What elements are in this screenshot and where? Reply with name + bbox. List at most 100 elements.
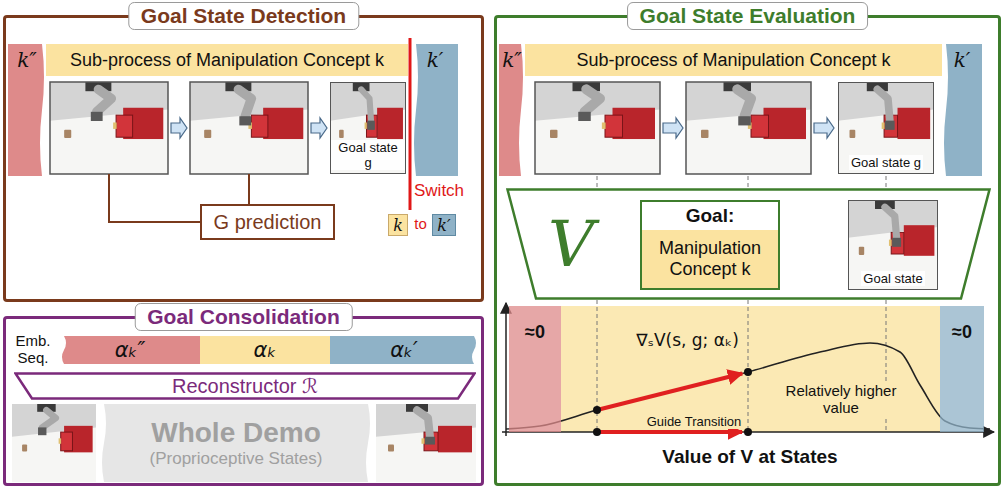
switch-label: Switch (414, 181, 464, 201)
block-arrow (311, 118, 327, 138)
node-text: k′ (437, 216, 450, 235)
scene-background (330, 82, 406, 174)
node-text: αₖ′ (390, 338, 418, 362)
higher-value-label: Relatively higher value (785, 382, 897, 417)
node-text: k′ (427, 44, 444, 72)
goal-frame: Goal state g (330, 82, 406, 174)
mug (339, 130, 344, 138)
label-box: to (409, 215, 432, 233)
node-text: Goal state g (331, 140, 405, 170)
node-text: ≈0 (952, 306, 972, 343)
drawer-body (377, 108, 403, 139)
node-text: Sub-process of Manipulation Concept k (70, 50, 384, 71)
panel-title: Goal State Detection (128, 2, 359, 30)
scene-background (848, 200, 938, 290)
y-axis (505, 303, 507, 436)
embedding-band: αₖ (200, 336, 330, 364)
drawer-handle (882, 122, 885, 128)
robot-gripper (578, 112, 591, 121)
drawer-front (116, 115, 133, 137)
node-text: Goal: (642, 202, 778, 230)
value-curve (506, 343, 990, 429)
node-text: ≈0 (525, 306, 545, 343)
whole-demo-band: Whole Demo(Proprioceptive States) (100, 404, 372, 482)
label-box: Relatively higher value (785, 382, 897, 417)
state-dot (744, 428, 752, 436)
gradient-arrow (597, 373, 742, 410)
value-function-trapezoid: VGoal:Manipulation Concept kGoal state (506, 188, 991, 300)
node-text: k″ (502, 44, 522, 72)
band-k-next: k′ (942, 44, 982, 176)
robot-scene (838, 82, 934, 174)
band-fill (330, 336, 476, 364)
band-fill (8, 44, 44, 176)
scene-background (50, 82, 168, 174)
drawer-body (898, 108, 931, 139)
gradient-label: ∇ₛV(s, g; αₖ) (634, 330, 741, 350)
drawer-body (904, 225, 935, 256)
node-text: Sub-process of Manipulation Concept k (576, 50, 890, 71)
robot-gripper (738, 116, 751, 125)
label-box: Switch (414, 181, 478, 201)
node-text: Whole Demo (151, 417, 321, 449)
node-text: Reconstructor ℛ (172, 374, 318, 398)
robot-gripper (239, 116, 251, 125)
mug (388, 445, 394, 452)
drawer-body (438, 426, 472, 453)
switch-k-box: k (388, 214, 408, 236)
node-text: G prediction (214, 211, 322, 234)
scene-background (190, 82, 308, 174)
switch-k-next-box: k′ (432, 214, 456, 236)
drawer-handle (113, 122, 117, 128)
node-text: αₖ″ (115, 338, 146, 362)
goal-concept-box: Goal:Manipulation Concept k (640, 200, 780, 290)
subprocess-band: Sub-process of Manipulation Concept k (525, 44, 942, 76)
drawer-handle (365, 122, 367, 128)
drawer-handle (59, 438, 62, 443)
robot-arm (417, 410, 430, 437)
mug (204, 130, 211, 138)
chart-band (561, 306, 940, 432)
band-fill (62, 336, 200, 364)
dashed-guide (597, 176, 598, 432)
robot-scene (330, 82, 406, 174)
mug (850, 130, 856, 138)
state-dot (593, 406, 601, 414)
embedding-band: αₖ″ (60, 336, 200, 364)
drawer-handle (889, 240, 892, 246)
robot-arm (737, 89, 751, 116)
node-subtext: Manipulation Concept k (642, 230, 778, 288)
trapezoid-outline (16, 374, 475, 399)
state-dot (593, 428, 601, 436)
node-text: k″ (17, 44, 37, 72)
panel-title: Goal Consolidation (134, 303, 353, 331)
zero-region: ≈0 (940, 306, 984, 432)
mug (859, 247, 864, 255)
zero-region: ≈0 (509, 306, 561, 432)
scene-background (12, 404, 96, 482)
node-text: Goal state (861, 271, 924, 286)
goal-state-image: Goal state (848, 200, 938, 290)
trapezoid-outline (508, 190, 990, 299)
state-dot (744, 368, 752, 376)
robot-scene (848, 200, 938, 290)
robot-gripper (38, 427, 46, 435)
axis-title: Value of V at States (662, 446, 837, 468)
band-k-prev: k″ (499, 44, 525, 176)
to-label: to (414, 215, 427, 232)
robot-gripper (91, 112, 103, 121)
image-frame (50, 82, 168, 174)
scene-background (838, 82, 934, 174)
node-text: αₖ (254, 338, 277, 362)
band-fill (499, 44, 523, 176)
label-box: Guide Transition (640, 412, 748, 430)
label-box: Value of V at States (600, 446, 900, 468)
band-k-next: k′ (412, 44, 458, 176)
evaluation-panel: Goal State Evaluationk″Sub-process of Ma… (494, 15, 1001, 486)
robot-scene (535, 82, 660, 174)
robot-arm (97, 89, 112, 111)
image-frame (190, 82, 308, 174)
label-box: Emb. Seq. (8, 333, 58, 367)
mug (22, 445, 27, 452)
